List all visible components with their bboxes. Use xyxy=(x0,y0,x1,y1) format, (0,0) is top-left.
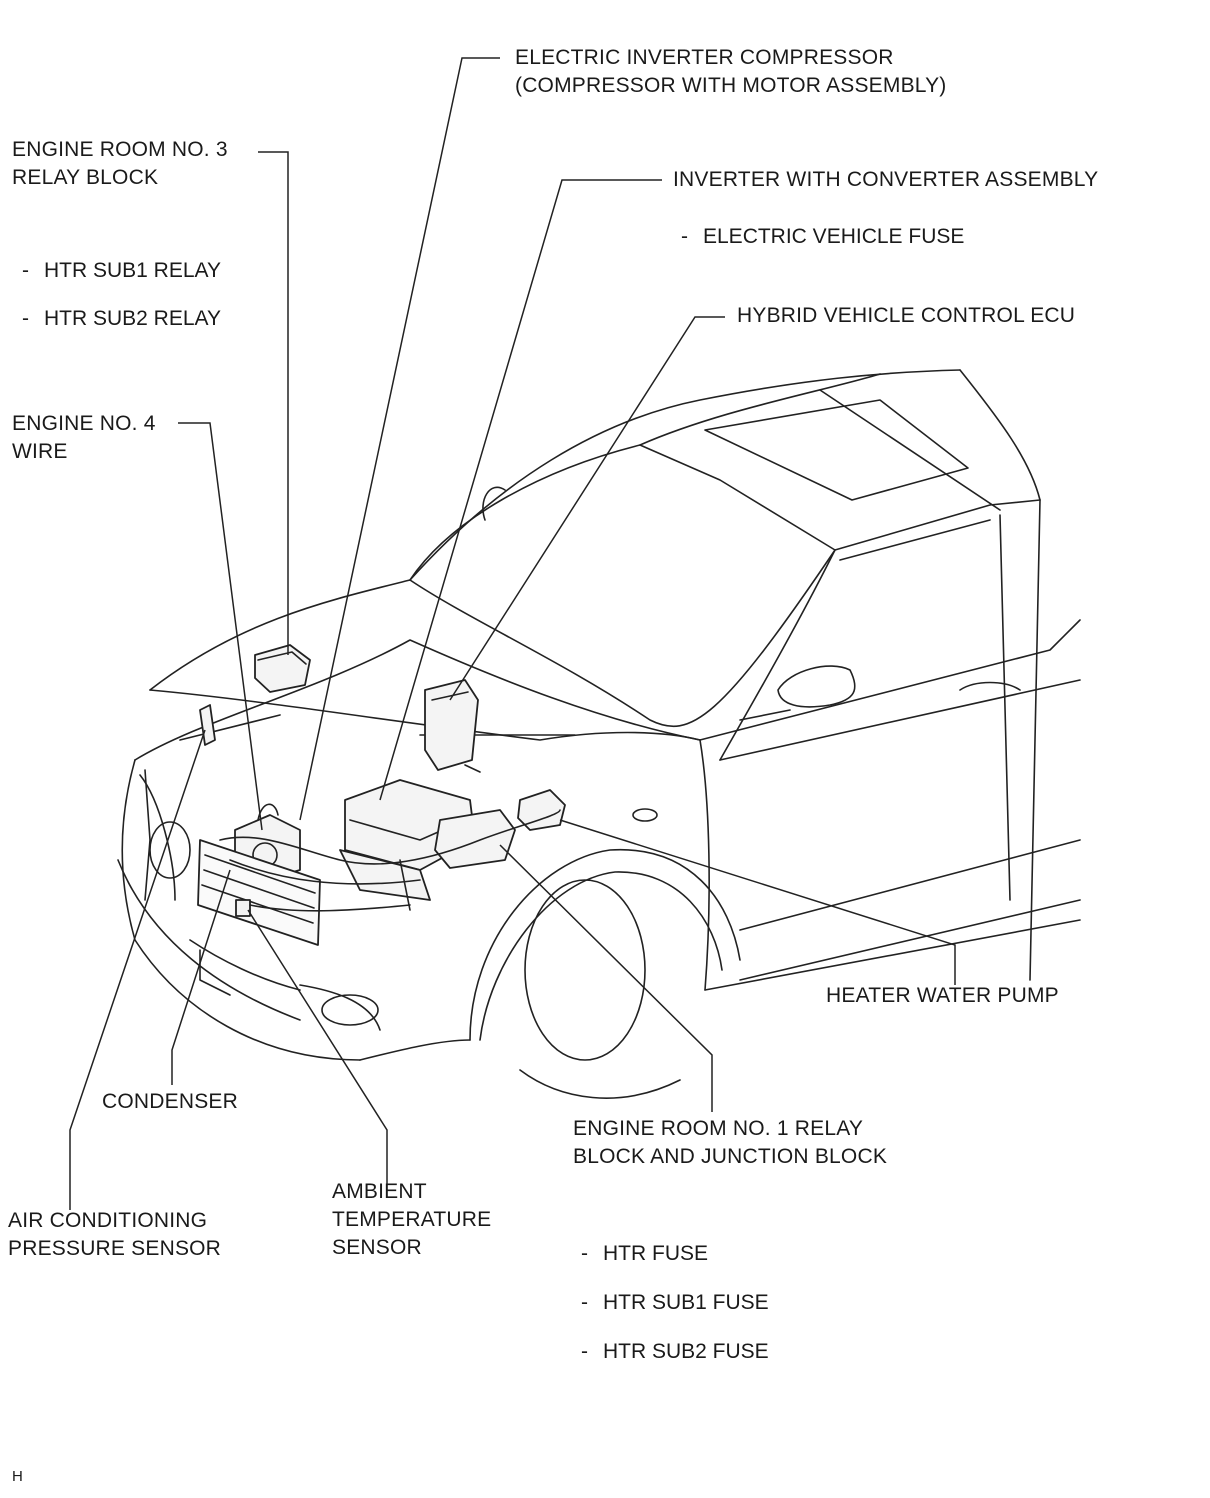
item-htr-fuse: -HTR FUSE xyxy=(581,1240,708,1268)
item-htr-sub2-relay: -HTR SUB2 RELAY xyxy=(22,305,221,333)
dash-bullet: - xyxy=(581,1242,588,1265)
label-hybrid-vehicle-control-ecu: HYBRID VEHICLE CONTROL ECU xyxy=(737,302,1075,330)
dash-bullet: - xyxy=(22,307,29,330)
leader-ecu xyxy=(449,316,725,701)
item-htr-sub1-fuse: -HTR SUB1 FUSE xyxy=(581,1289,769,1317)
heater-water-pump xyxy=(517,789,566,831)
label-line: CONDENSER xyxy=(102,1090,238,1113)
leader-relay1 xyxy=(499,844,713,1112)
leader-inverter xyxy=(379,179,662,801)
label-line: BLOCK AND JUNCTION BLOCK xyxy=(573,1145,888,1168)
label-line: TEMPERATURE xyxy=(332,1208,492,1231)
leader-pump xyxy=(559,819,956,985)
label-ambient-temperature-sensor: AMBIENT TEMPERATURE SENSOR xyxy=(332,1178,491,1262)
label-air-conditioning-pressure-sensor: AIR CONDITIONING PRESSURE SENSOR xyxy=(8,1207,221,1263)
condenser xyxy=(197,839,321,946)
label-engine-room-no3-relay-block: ENGINE ROOM NO. 3 RELAY BLOCK xyxy=(12,136,228,192)
label-line: ENGINE ROOM NO. 1 RELAY xyxy=(573,1117,864,1140)
label-engine-no4-wire: ENGINE NO. 4 WIRE xyxy=(12,410,156,466)
dash-bullet: - xyxy=(581,1291,588,1314)
leader-relay3 xyxy=(258,151,289,655)
item-text: HTR SUB2 FUSE xyxy=(603,1340,769,1363)
item-text: HTR SUB1 RELAY xyxy=(44,259,221,282)
item-text: HTR FUSE xyxy=(603,1242,708,1265)
ambient-temperature-sensor xyxy=(235,899,251,917)
item-htr-sub1-relay: -HTR SUB1 RELAY xyxy=(22,257,221,285)
label-engine-room-no1-relay-block: ENGINE ROOM NO. 1 RELAY BLOCK AND JUNCTI… xyxy=(573,1115,887,1171)
leader-pressure xyxy=(69,729,206,1210)
label-line: ENGINE ROOM NO. 3 xyxy=(12,138,228,161)
label-line: HYBRID VEHICLE CONTROL ECU xyxy=(737,304,1076,327)
hybrid-vehicle-control-ecu xyxy=(424,679,481,773)
label-line: ELECTRIC INVERTER COMPRESSOR xyxy=(515,46,894,69)
label-line: PRESSURE SENSOR xyxy=(8,1237,222,1260)
label-line: ENGINE NO. 4 xyxy=(12,412,156,435)
leader-condenser xyxy=(171,869,231,1085)
item-text: HTR SUB1 FUSE xyxy=(603,1291,769,1314)
item-electric-vehicle-fuse: -ELECTRIC VEHICLE FUSE xyxy=(681,223,964,251)
label-line: HEATER WATER PUMP xyxy=(826,984,1059,1007)
dash-bullet: - xyxy=(22,259,29,282)
figure-code: H xyxy=(12,1468,23,1485)
leader-compressor xyxy=(299,57,500,821)
item-text: ELECTRIC VEHICLE FUSE xyxy=(703,225,965,248)
leader-wire4 xyxy=(178,422,263,831)
label-line: AMBIENT xyxy=(332,1180,427,1203)
engine-no4-wire xyxy=(219,809,561,912)
engine-room-no3-relay-block xyxy=(254,644,311,693)
item-text: HTR SUB2 RELAY xyxy=(44,307,221,330)
label-line: INVERTER WITH CONVERTER ASSEMBLY xyxy=(673,168,1099,191)
label-condenser: CONDENSER xyxy=(102,1088,238,1116)
label-electric-inverter-compressor: ELECTRIC INVERTER COMPRESSOR (COMPRESSOR… xyxy=(515,44,947,100)
label-line: SENSOR xyxy=(332,1236,422,1259)
label-line: WIRE xyxy=(12,440,68,463)
label-heater-water-pump: HEATER WATER PUMP xyxy=(826,982,1059,1010)
label-inverter-with-converter-assembly: INVERTER WITH CONVERTER ASSEMBLY xyxy=(673,166,1098,194)
dash-bullet: - xyxy=(681,225,688,248)
engine-room-no1-relay-block xyxy=(434,809,516,869)
item-htr-sub2-fuse: -HTR SUB2 FUSE xyxy=(581,1338,769,1366)
dash-bullet: - xyxy=(581,1340,588,1363)
label-line: AIR CONDITIONING xyxy=(8,1209,208,1232)
label-line: (COMPRESSOR WITH MOTOR ASSEMBLY) xyxy=(515,74,947,97)
label-line: RELAY BLOCK xyxy=(12,166,159,189)
leader-lines xyxy=(69,57,956,1210)
leader-ambient xyxy=(247,909,388,1185)
